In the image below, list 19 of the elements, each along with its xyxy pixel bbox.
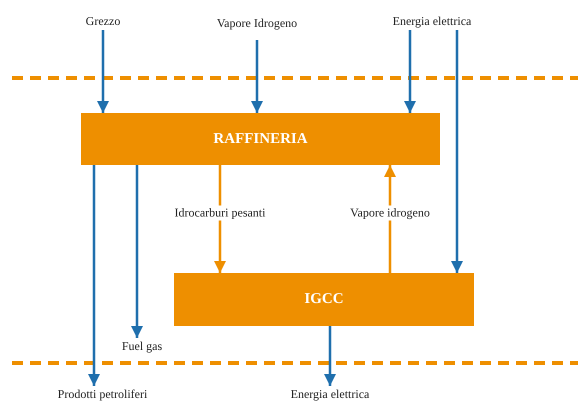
edge-label: Idrocarburi pesanti bbox=[172, 206, 268, 220]
arrow bbox=[214, 165, 226, 273]
arrow bbox=[404, 30, 416, 113]
edge-label: Vapore idrogeno bbox=[348, 206, 432, 220]
arrow bbox=[251, 40, 263, 113]
flow-label: Prodotti petroliferi bbox=[30, 386, 175, 403]
arrow bbox=[384, 165, 396, 273]
arrow bbox=[88, 165, 100, 386]
arrow bbox=[324, 326, 336, 386]
arrow bbox=[131, 165, 143, 338]
process-box: IGCC bbox=[174, 273, 474, 326]
flow-label: Fuel gas bbox=[112, 338, 172, 354]
process-box: RAFFINERIA bbox=[81, 113, 440, 165]
flow-label: Vapore Idrogeno bbox=[215, 6, 299, 40]
flow-label: Energia elettrica bbox=[370, 12, 494, 30]
flow-label: Grezzo bbox=[70, 12, 136, 30]
arrow bbox=[451, 30, 463, 273]
arrow bbox=[97, 30, 109, 113]
flow-label: Energia elettrica bbox=[262, 386, 398, 403]
